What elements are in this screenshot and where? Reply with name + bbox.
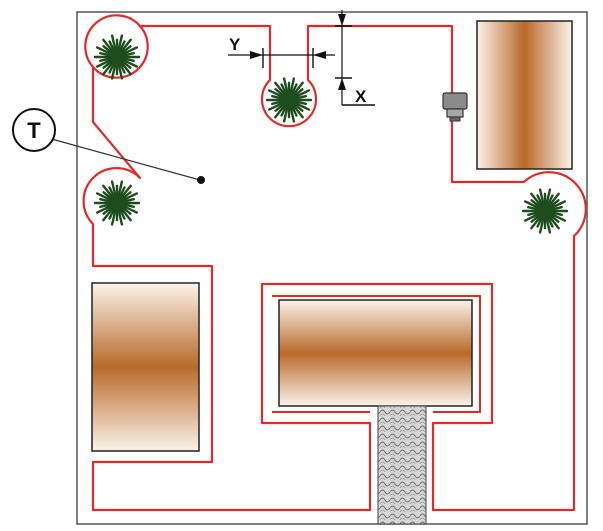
wood-block-left [91,282,200,452]
brush-hub [283,94,295,106]
brush-hub [111,197,123,209]
brush-top-center-icon [265,77,313,123]
brush-right-icon [521,188,569,234]
dimension-y-label: Y [229,35,241,54]
brush-top-left-icon [93,34,141,80]
tool-callout-circle [12,108,56,152]
wood-block-center [278,299,473,407]
inner-contour [272,295,481,413]
wood-block-top-right [476,20,573,170]
outer-contour [82,14,587,512]
brush-hub [111,51,123,63]
dimension-x [335,10,375,106]
tool-leader-line [47,137,201,181]
dimension-y [228,48,335,68]
brush-hub [539,205,551,217]
mesh-pad [377,405,427,525]
dimension-x-label: X [355,87,367,106]
brush-left-icon [93,180,141,226]
sensor-icon [442,92,468,122]
tool-callout-label: T [27,118,41,143]
tool-point [197,176,205,184]
